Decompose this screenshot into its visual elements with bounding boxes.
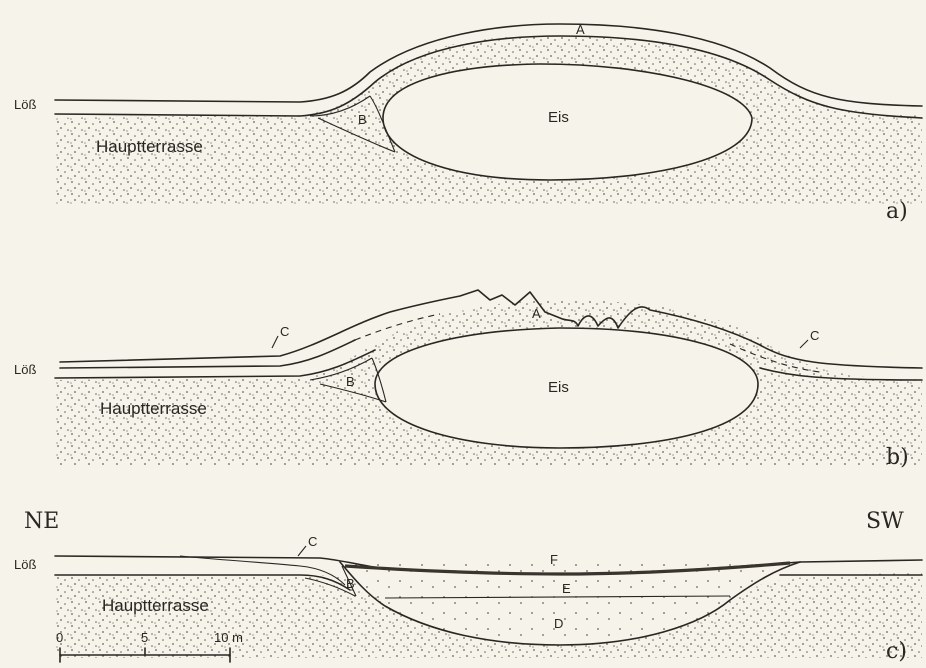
panel-c-label: c): [886, 639, 907, 664]
panel-b-c-right-leader: [800, 340, 808, 348]
panel-c-marker-f: F: [550, 552, 558, 567]
panel-b-terrace-label: Hauptterrasse: [100, 399, 207, 418]
panel-b-marker-b: B: [346, 374, 355, 389]
panel-c-terrace-label: Hauptterrasse: [102, 596, 209, 615]
scale-bar-label-0: 0: [56, 630, 63, 645]
panel-c-marker-b: B: [346, 576, 355, 591]
panel-c-marker-c: C: [308, 534, 317, 549]
panel-b-c-left-line: [60, 340, 355, 368]
scale-bar-label-10: 10 m: [214, 630, 243, 645]
panel-b: [55, 290, 922, 465]
orientation-left-label: NE: [24, 509, 59, 534]
panel-b-marker-c-right: C: [810, 328, 819, 343]
panel-b-ice-label: Eis: [548, 379, 569, 396]
panel-b-marker-c-left: C: [280, 324, 289, 339]
scale-bar-label-5: 5: [141, 630, 148, 645]
panel-a-loess-label: Löß: [14, 97, 36, 112]
panel-c-c-leader: [298, 546, 306, 556]
panel-c-marker-e: E: [562, 581, 571, 596]
panel-b-label: b): [886, 445, 909, 470]
panel-a-marker-b: B: [358, 112, 367, 127]
panel-a-ice-label: Eis: [548, 109, 569, 126]
panel-a-label: a): [886, 199, 908, 224]
panel-b-marker-a: A: [532, 306, 541, 321]
panel-b-c-left-leader: [272, 336, 278, 348]
panel-a-terrace-label: Hauptterrasse: [96, 137, 203, 156]
panel-a: [55, 24, 922, 205]
panel-b-loess-label: Löß: [14, 362, 36, 377]
panel-c-loess-label: Löß: [14, 557, 36, 572]
panel-a-marker-a: A: [576, 22, 585, 37]
orientation-right-label: SW: [866, 509, 904, 534]
panel-c-marker-d: D: [554, 616, 563, 631]
